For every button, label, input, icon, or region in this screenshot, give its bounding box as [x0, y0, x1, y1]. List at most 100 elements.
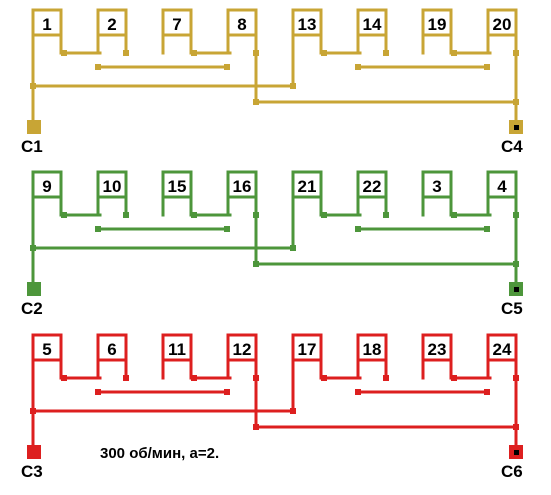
- terminal-label: C5: [501, 299, 523, 318]
- junction-dot: [123, 375, 129, 381]
- junction-dot: [123, 50, 129, 56]
- junction-dot: [61, 375, 67, 381]
- junction-dot: [355, 226, 361, 232]
- terminal-label: C2: [21, 299, 43, 318]
- junction-dot: [451, 212, 457, 218]
- coil-17: [291, 333, 323, 362]
- coil-22: [356, 170, 388, 199]
- junction-dot: [484, 64, 490, 70]
- terminal-C3: [27, 445, 41, 459]
- terminal-center: [514, 125, 519, 130]
- coil-1: [31, 8, 63, 37]
- coil-label: 22: [363, 177, 382, 196]
- junction-dot: [513, 261, 519, 267]
- junction-dot: [61, 212, 67, 218]
- junction-dot: [253, 261, 259, 267]
- junction-dot: [95, 226, 101, 232]
- junction-dot: [224, 389, 230, 395]
- coil-label: 5: [42, 340, 51, 359]
- coil-label: 17: [298, 340, 317, 359]
- coil-3: [421, 170, 453, 199]
- coil-label: 11: [168, 340, 186, 359]
- junction-dot: [95, 64, 101, 70]
- junction-dot: [191, 375, 197, 381]
- coil-label: 3: [432, 177, 441, 196]
- coil-label: 19: [428, 15, 447, 34]
- junction-dot: [224, 64, 230, 70]
- terminal-C2: [27, 282, 41, 296]
- coil-14: [356, 8, 388, 37]
- coil-18: [356, 333, 388, 362]
- junction-dot: [224, 226, 230, 232]
- junction-dot: [383, 212, 389, 218]
- coil-label: 4: [497, 177, 507, 196]
- junction-dot: [61, 50, 67, 56]
- junction-dot: [451, 375, 457, 381]
- coil-11: [161, 333, 193, 362]
- coil-label: 18: [363, 340, 382, 359]
- terminal-label: C6: [501, 462, 523, 481]
- coil-label: 23: [428, 340, 447, 359]
- junction-dot: [191, 212, 197, 218]
- speed-note: 300 об/мин, а=2.: [100, 445, 219, 462]
- junction-dot: [451, 50, 457, 56]
- coil-label: 20: [493, 15, 512, 34]
- coil-4: [486, 170, 518, 199]
- coil-21: [291, 170, 323, 199]
- coil-label: 2: [107, 15, 116, 34]
- coil-13: [291, 8, 323, 37]
- junction-dot: [513, 99, 519, 105]
- junction-dot: [191, 50, 197, 56]
- coil-label: 13: [298, 15, 317, 34]
- junction-dot: [321, 212, 327, 218]
- terminal-C1: [27, 120, 41, 134]
- junction-dot: [290, 245, 296, 251]
- junction-dot: [123, 212, 129, 218]
- junction-dot: [290, 408, 296, 414]
- terminal-center: [514, 287, 519, 292]
- terminal-center: [514, 450, 519, 455]
- coil-label: 15: [168, 177, 187, 196]
- terminal-label: C1: [21, 137, 43, 156]
- coil-label: 8: [237, 15, 246, 34]
- junction-dot: [321, 50, 327, 56]
- junction-dot: [383, 375, 389, 381]
- coil-label: 7: [172, 15, 181, 34]
- coil-19: [421, 8, 453, 37]
- coil-15: [161, 170, 193, 199]
- coil-9: [31, 170, 63, 199]
- coil-6: [96, 333, 128, 362]
- junction-dot: [355, 64, 361, 70]
- coil-label: 1: [42, 15, 51, 34]
- junction-dot: [95, 389, 101, 395]
- coil-label: 9: [42, 177, 51, 196]
- coil-5: [31, 333, 63, 362]
- coil-8: [226, 8, 258, 37]
- coil-7: [161, 8, 193, 37]
- coil-label: 24: [493, 340, 512, 359]
- junction-dot: [253, 424, 259, 430]
- coil-16: [226, 170, 258, 199]
- coil-10: [96, 170, 128, 199]
- terminal-label: C4: [501, 137, 523, 156]
- coil-12: [226, 333, 258, 362]
- coil-label: 12: [233, 340, 252, 359]
- coil-24: [486, 333, 518, 362]
- coil-label: 6: [107, 340, 116, 359]
- junction-dot: [484, 226, 490, 232]
- junction-dot: [321, 375, 327, 381]
- coil-23: [421, 333, 453, 362]
- junction-dot: [513, 424, 519, 430]
- junction-dot: [484, 389, 490, 395]
- coil-label: 21: [298, 177, 317, 196]
- coil-label: 10: [103, 177, 122, 196]
- junction-dot: [383, 50, 389, 56]
- coil-2: [96, 8, 128, 37]
- coil-label: 14: [363, 15, 382, 34]
- junction-dot: [355, 389, 361, 395]
- terminal-label: C3: [21, 462, 43, 481]
- junction-dot: [253, 99, 259, 105]
- coil-20: [486, 8, 518, 37]
